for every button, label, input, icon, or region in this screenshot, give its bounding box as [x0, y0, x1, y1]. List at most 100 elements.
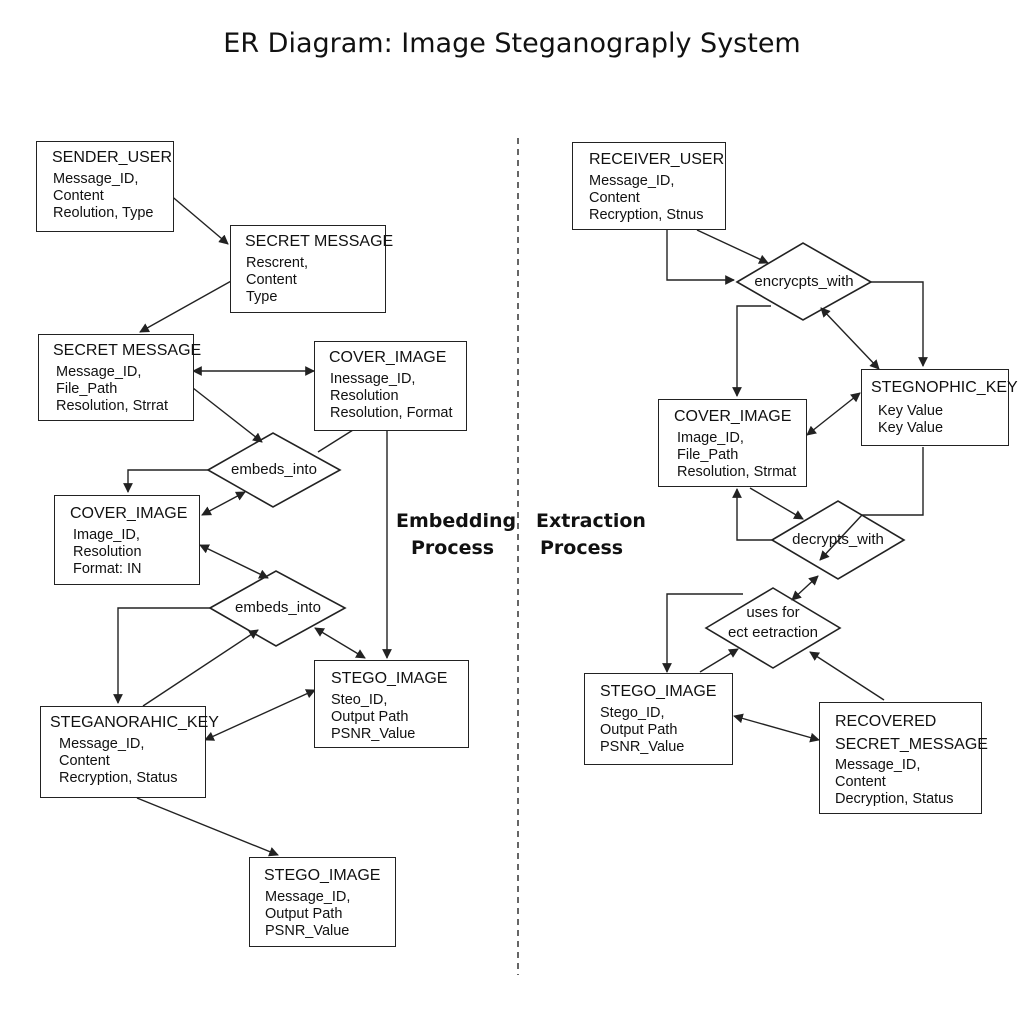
entity-attribute: File_Path: [677, 447, 739, 463]
connector: [732, 488, 772, 541]
connector: [791, 575, 819, 601]
entity-name: RECEIVER_USER: [589, 151, 725, 168]
connector: [201, 491, 246, 516]
entity-attribute: Key Value: [878, 403, 944, 419]
entity-attribute: File_Path: [56, 381, 118, 397]
entity-name: SENDER_USER: [52, 149, 173, 166]
diagram-title: ER Diagram: Image Steganograply System: [223, 28, 801, 59]
entity-receiver-user[interactable]: RECEIVER_USER Message_ID, Content Recryp…: [572, 142, 726, 230]
entity-attribute: Resolution: [330, 388, 399, 404]
entity-name: COVER_IMAGE: [70, 505, 188, 522]
connector: [662, 593, 743, 673]
entity-name: COVER_IMAGE: [329, 349, 447, 366]
entity-attribute: Format: IN: [73, 561, 142, 577]
extraction-connectors: [662, 229, 928, 743]
entity-attribute: Rescrent,: [246, 255, 309, 271]
entity-attribute: Message_ID,: [589, 173, 675, 189]
connector: [192, 387, 263, 443]
entity-attribute: Message_ID,: [835, 757, 921, 773]
embedding-process-label: Embedding Process: [396, 510, 517, 559]
entity-attribute: Message_ID,: [265, 889, 351, 905]
entity-secret-message[interactable]: SECRET MESSAGE Message_ID, File_Path Res…: [38, 334, 202, 421]
entity-attribute: Output Path: [600, 722, 678, 738]
entity-cover-image[interactable]: COVER_IMAGE Image_ID, Resolution Format:…: [54, 495, 200, 585]
entity-attribute: Resolution, Format: [330, 405, 453, 421]
entity-cover-image-right[interactable]: COVER_IMAGE Image_ID, File_Path Resoluti…: [658, 399, 807, 487]
rel-label-embeds-into-1: embeds_into: [231, 461, 317, 478]
connector: [113, 607, 210, 704]
entity-stego-image-right[interactable]: STEGO_IMAGE Stego_ID, Output Path PSNR_V…: [584, 673, 733, 765]
entity-attribute: Output Path: [265, 906, 343, 922]
entity-attribute: Type: [246, 289, 278, 305]
entity-name: STEGNOPHIC_KEY: [871, 379, 1018, 396]
entity-attribute: Resolution: [73, 544, 142, 560]
entity-attribute: Stego_ID,: [600, 705, 665, 721]
entity-attribute: Resolution, Strmat: [677, 464, 797, 480]
rel-label-uses-for-extraction: uses for ect eetraction: [727, 604, 819, 641]
entity-attribute: Inessage_ID,: [330, 371, 416, 387]
connector: [749, 487, 804, 520]
entity-name: STEGO_IMAGE: [331, 670, 448, 687]
entity-attribute: Image_ID,: [677, 430, 744, 446]
entity-attribute: Content: [53, 188, 104, 204]
entity-attribute: Recryption, Status: [59, 770, 178, 786]
connector: [314, 627, 366, 659]
entity-stego-image-mid[interactable]: STEGO_IMAGE Steo_ID, Output Path PSNR_Va…: [314, 660, 469, 748]
connector: [317, 429, 354, 453]
entity-name: STEGO_IMAGE: [600, 683, 717, 700]
connector: [733, 713, 820, 743]
connector: [142, 629, 259, 707]
entity-attribute: PSNR_Value: [265, 923, 350, 939]
connector: [204, 689, 316, 741]
connector: [809, 651, 885, 701]
extraction-process-label: Extraction Process: [536, 510, 646, 559]
connector: [666, 230, 735, 285]
entity-recovered-secret-message[interactable]: RECOVERED SECRET_MESSAGE Message_ID, Con…: [819, 702, 988, 814]
connector: [732, 305, 771, 397]
connector: [696, 229, 769, 264]
rel-diamond-uses-for-extraction: [704, 587, 842, 669]
connector: [123, 469, 208, 493]
entity-name: COVER_IMAGE: [674, 408, 792, 425]
entity-sender-user[interactable]: SENDER_USER Message_ID, Content Reolutio…: [36, 141, 174, 232]
entity-attribute: Message_ID,: [56, 364, 142, 380]
entity-attribute: Recryption, Stnus: [589, 207, 704, 223]
entity-name: SECRET MESSAGE: [245, 233, 394, 250]
entity-attribute: Key Value: [878, 420, 944, 436]
entity-attribute: Reolution, Type: [53, 205, 154, 221]
entity-attribute: Decryption, Status: [835, 791, 954, 807]
rel-label-decrypts-with: decrypts_with: [792, 531, 884, 548]
connector: [819, 447, 924, 561]
connector: [820, 307, 880, 370]
entity-secret-message-top[interactable]: SECRET MESSAGE Rescrent, Content Type: [230, 225, 394, 313]
entity-stegnophic-key[interactable]: STEGNOPHIC_KEY Key Value Key Value: [861, 369, 1018, 446]
entity-steganographic-key[interactable]: STEGANORAHIC_KEY Message_ID, Content Rec…: [40, 706, 219, 798]
entity-stego-image-bottom[interactable]: STEGO_IMAGE Message_ID, Output Path PSNR…: [249, 857, 396, 947]
embedding-connectors: [113, 187, 392, 857]
entity-name: RECOVERED SECRET_MESSAGE: [835, 713, 988, 753]
entity-name: STEGANORAHIC_KEY: [50, 714, 219, 731]
entity-name: SECRET MESSAGE: [53, 342, 202, 359]
entity-attribute: Content: [589, 190, 640, 206]
connector: [136, 797, 279, 857]
rel-diamond-embeds-into-1: [206, 432, 342, 508]
entity-attribute: Content: [59, 753, 110, 769]
entity-attribute: PSNR_Value: [600, 739, 685, 755]
entity-attribute: Resolution, Strrat: [56, 398, 169, 414]
entity-attribute: PSNR_Value: [331, 726, 416, 742]
entity-cover-image-top[interactable]: COVER_IMAGE Inessage_ID, Resolution Reso…: [314, 341, 467, 431]
connector: [871, 281, 928, 367]
entity-name: STEGO_IMAGE: [264, 867, 381, 884]
entity-attribute: Output Path: [331, 709, 409, 725]
rel-label-embeds-into-2: embeds_into: [235, 599, 321, 616]
entity-attribute: Message_ID,: [59, 736, 145, 752]
entity-attribute: Message_ID,: [53, 171, 139, 187]
connector: [199, 544, 269, 579]
connector: [699, 648, 739, 673]
entity-attribute: Steo_ID,: [331, 692, 388, 708]
entity-attribute: Content: [835, 774, 886, 790]
entity-attribute: Image_ID,: [73, 527, 140, 543]
entity-attribute: Content: [246, 272, 297, 288]
rel-label-encrypts-with: encrycpts_with: [754, 273, 854, 290]
